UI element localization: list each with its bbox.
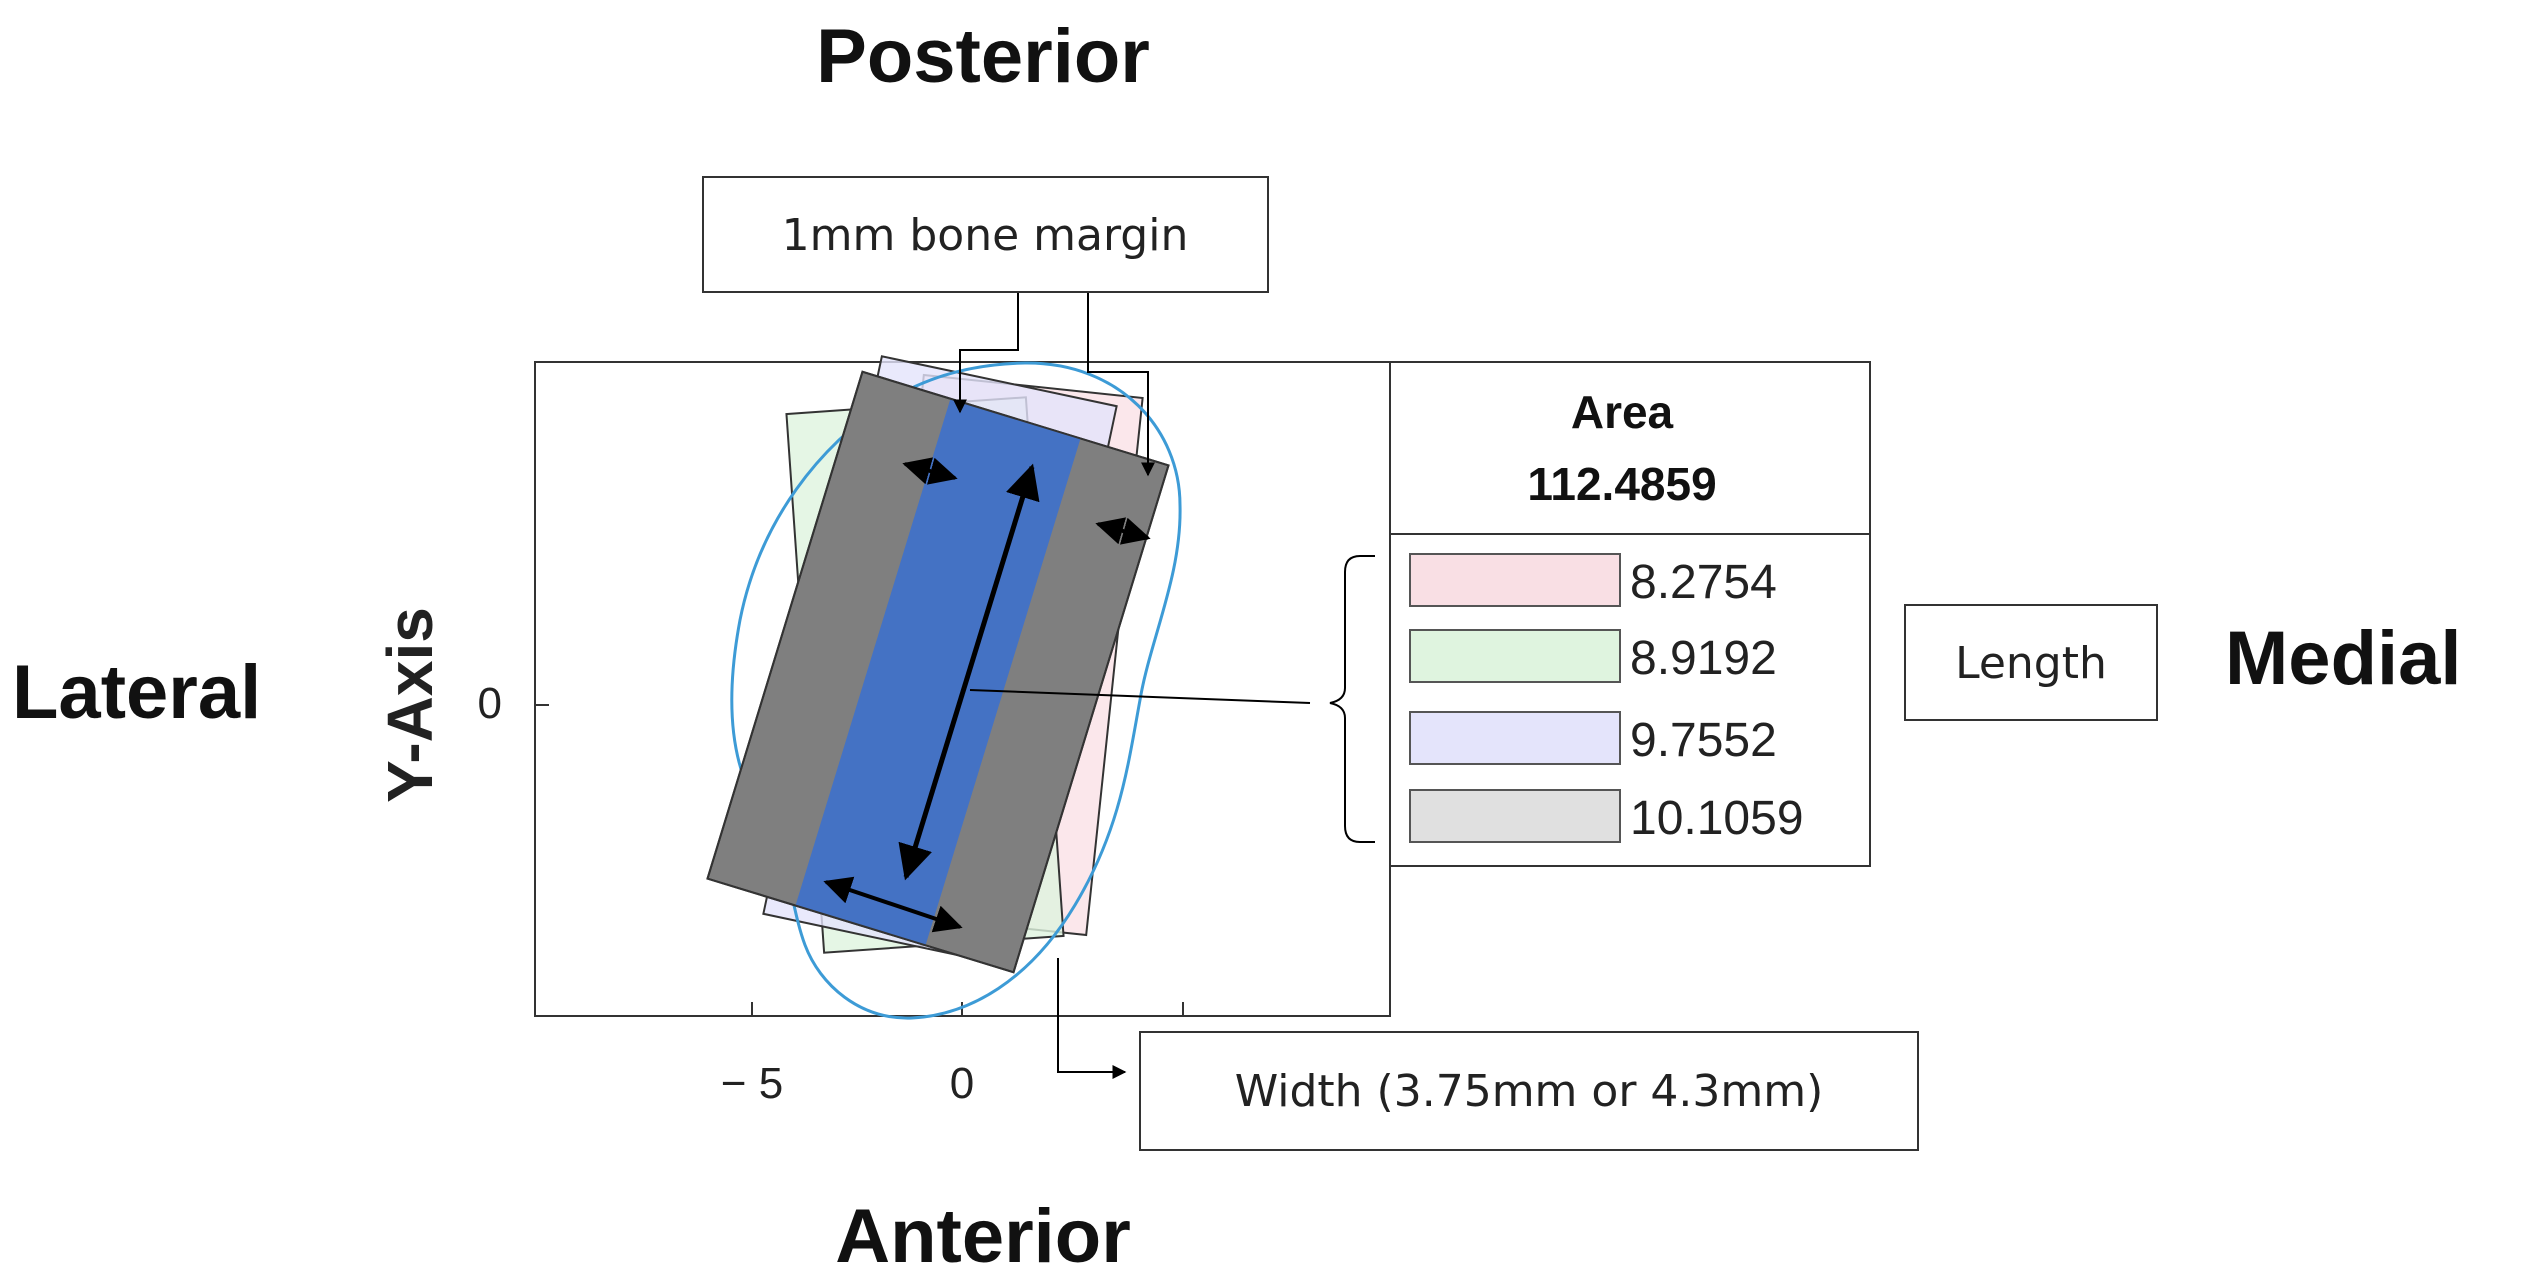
legend-entry-4: 10.1059 [1630,792,1804,845]
lateral-label: Lateral [12,650,261,735]
length-leader [969,689,1311,704]
legend-swatch-green [1409,629,1621,683]
length-brace [1329,555,1375,843]
y-axis-label: Y-Axis [374,607,446,803]
legend-swatch-purple [1409,711,1621,765]
x-tick-label-neg5: − 5 [721,1059,783,1108]
length-text: Length [1955,638,2107,689]
legend-title: Area [1571,386,1674,438]
width-callout: Width (3.75mm or 4.3mm) [1139,1031,1919,1151]
legend-entry-2: 8.9192 [1630,632,1777,685]
bone-outline [730,361,1182,1020]
margin-arrow-right [1095,517,1151,545]
legend-swatch-pink [1409,553,1621,607]
anterior-label: Anterior [835,1194,1131,1279]
bone-margin-leaders [959,292,1149,470]
width-text: Width (3.75mm or 4.3mm) [1235,1066,1824,1117]
legend-entry-3: 9.7552 [1630,714,1777,767]
medial-label: Medial [2225,616,2462,701]
margin-arrow-left [902,457,958,485]
y-tick-label-0: 0 [478,679,502,728]
width-arrow [823,876,963,933]
legend-area-value: 112.4859 [1527,458,1716,510]
posterior-label: Posterior [816,14,1150,99]
legend-title-box [1389,361,1871,535]
bone-margin-text: 1mm bone margin [782,210,1189,261]
bone-margin-callout: 1mm bone margin [702,176,1269,293]
length-callout: Length [1904,604,2158,721]
legend-entry-1: 8.2754 [1630,556,1777,609]
legend-swatch-grey [1409,789,1621,843]
width-leader [1057,958,1120,1073]
length-arrow [898,463,1040,881]
legend: Area 112.4859 8.2754 8.9192 9.7552 10.10… [1389,361,1871,867]
x-tick-label-0: 0 [950,1059,974,1108]
